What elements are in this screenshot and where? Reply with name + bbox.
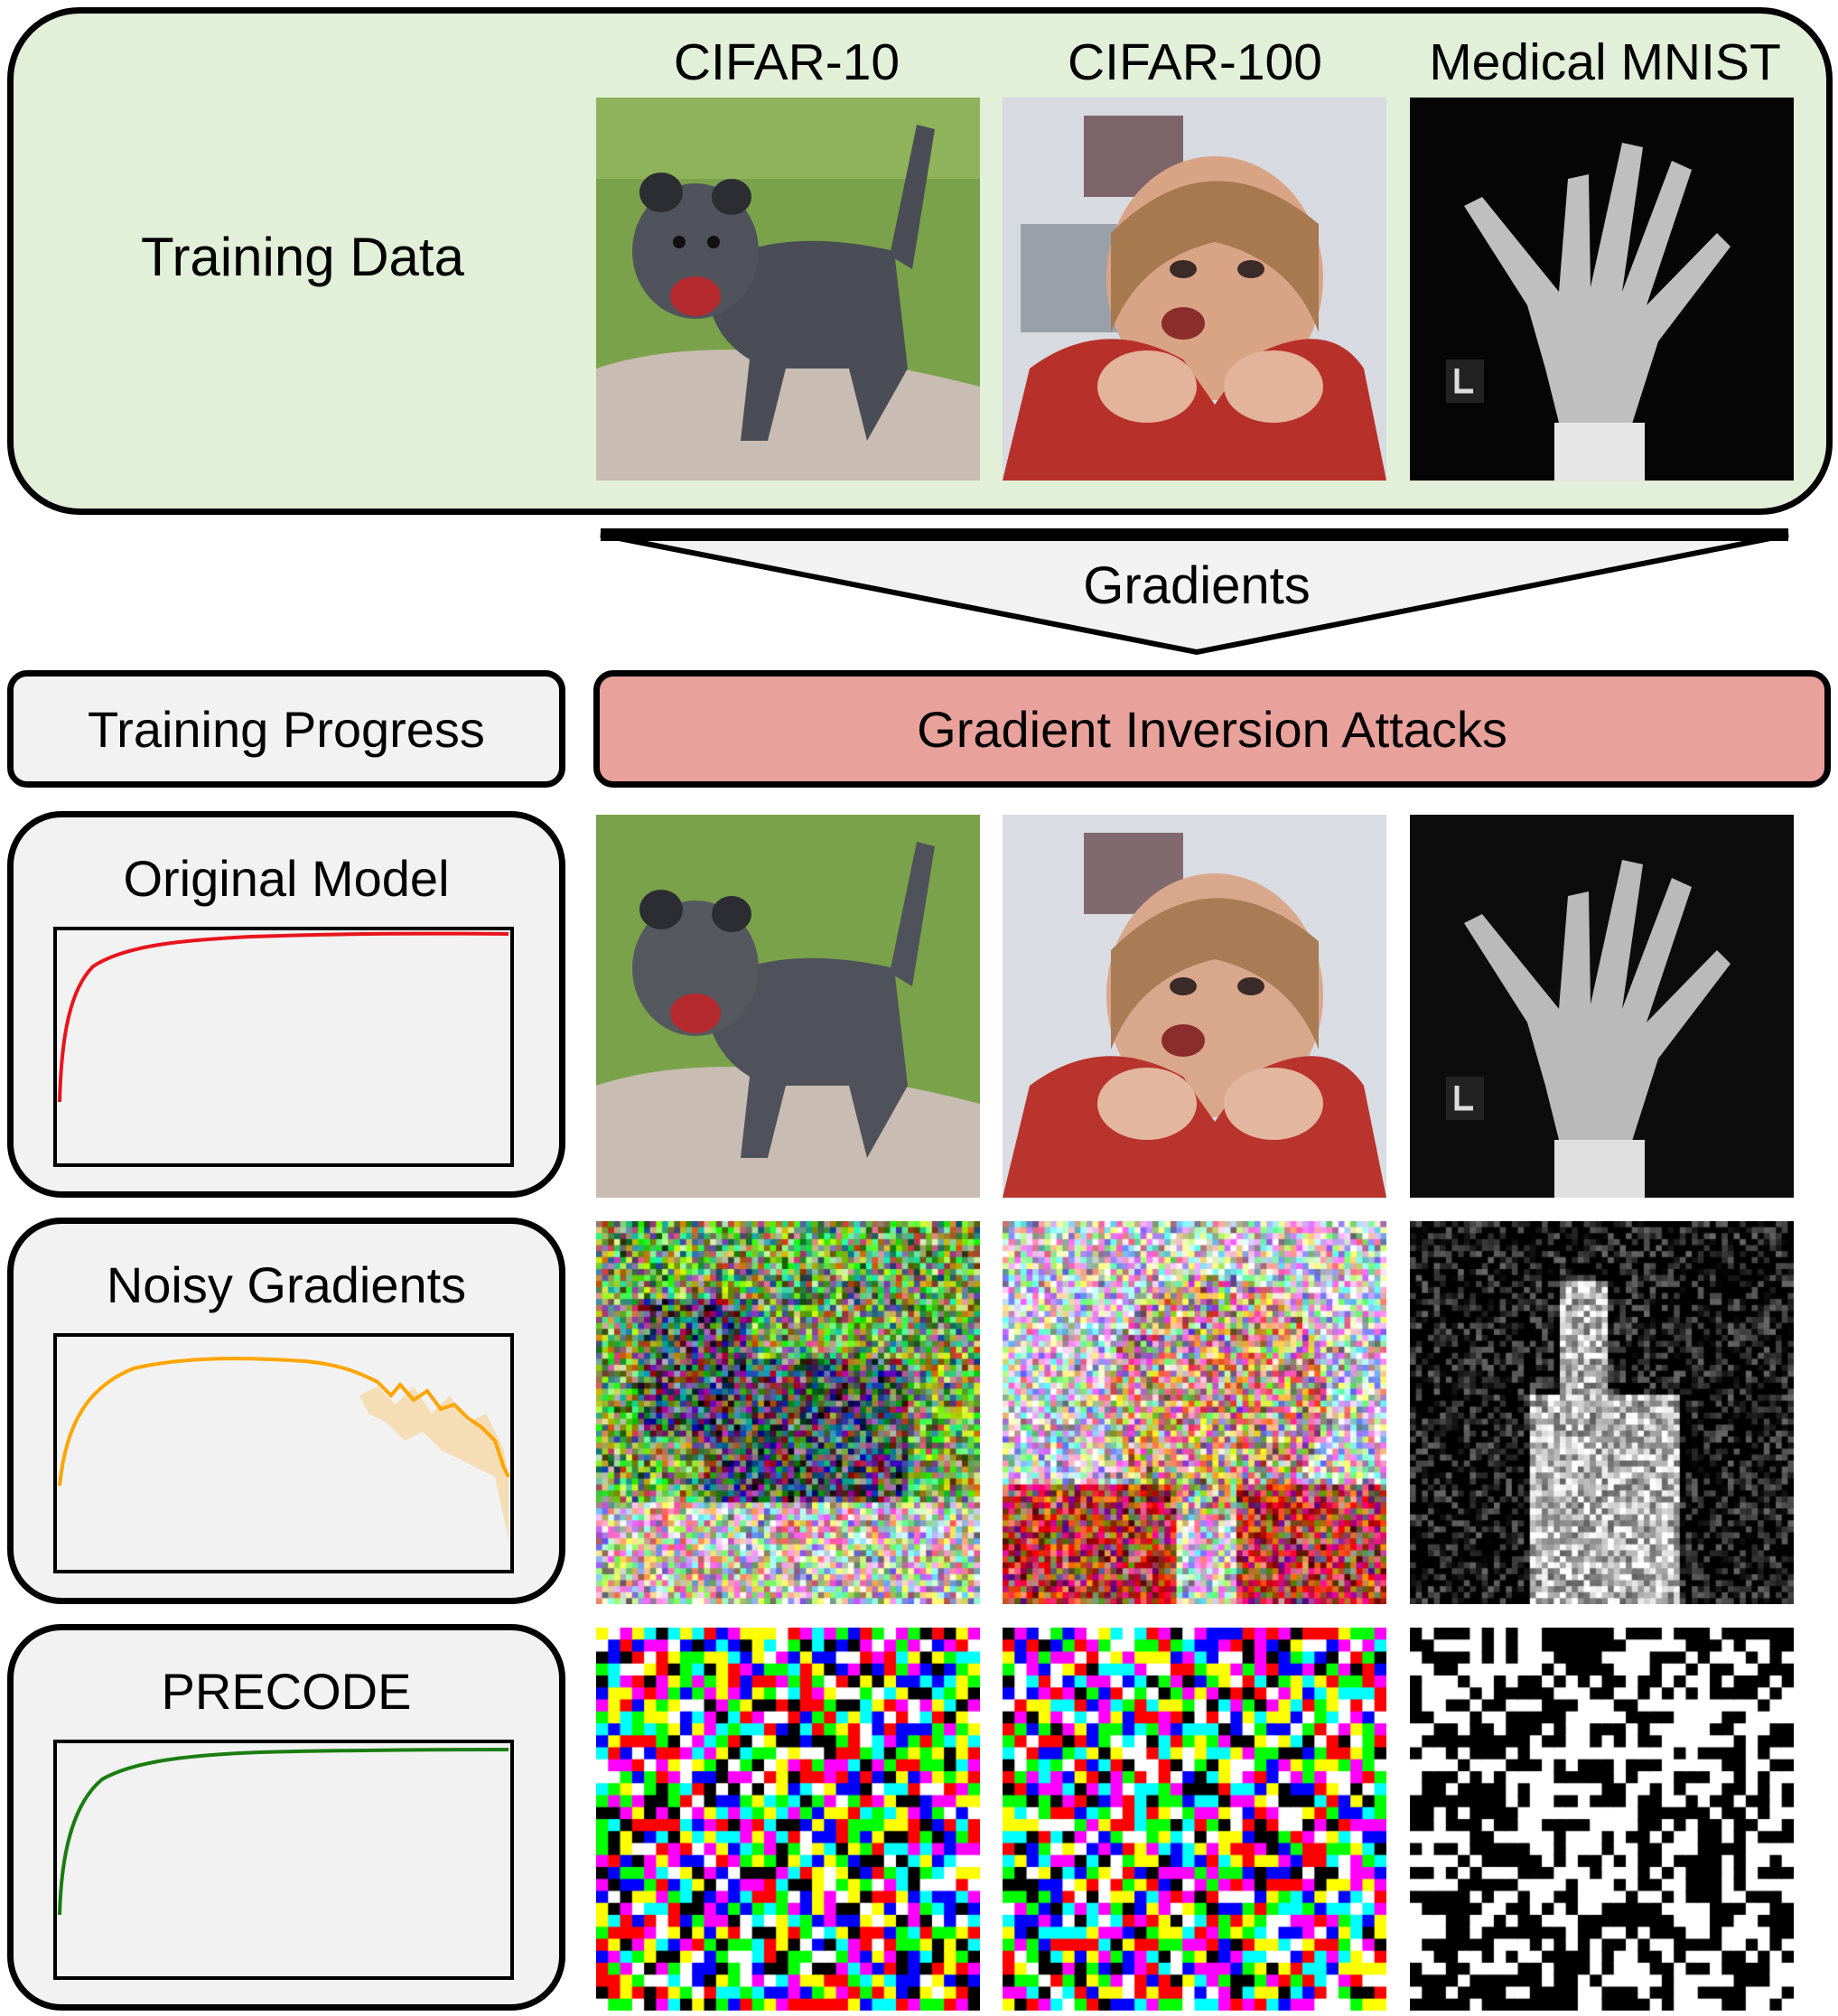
- column-header-cifar100: CIFAR-100: [1068, 33, 1322, 91]
- training-progress-label: Training Progress: [88, 701, 485, 758]
- child-reconstruction-precode: [1003, 1628, 1386, 2011]
- gradient-inversion-label: Gradient Inversion Attacks: [917, 701, 1507, 758]
- original-model-curve: [58, 931, 509, 1103]
- noisy-gradients-curve-plot: [53, 1333, 514, 1573]
- precode-title: PRECODE: [161, 1663, 412, 1720]
- xray-reconstruction-noisy: [1410, 1221, 1794, 1604]
- noisy-gradients-curve: [58, 1357, 510, 1487]
- child-image-original: [1003, 98, 1386, 481]
- gradients-label: Gradients: [1083, 556, 1311, 615]
- training-progress-header: [7, 670, 565, 788]
- original-model-title: Original Model: [123, 850, 450, 907]
- dog-reconstruction-noisy: [596, 1221, 980, 1604]
- dog-image-original: [596, 98, 980, 481]
- training-data-label: Training Data: [141, 227, 464, 287]
- noisy-gradients-title: Noisy Gradients: [106, 1256, 467, 1313]
- dog-reconstruction-original-model: [596, 815, 980, 1198]
- precode-curve-plot: [53, 1740, 514, 1980]
- precode-curve: [58, 1748, 509, 1916]
- gradients-arrow: [600, 528, 1789, 656]
- xray-reconstruction-original-model: [1410, 815, 1794, 1198]
- original-model-curve-plot: [53, 927, 514, 1167]
- dog-reconstruction-precode: [596, 1628, 980, 2011]
- xray-image-original: [1410, 98, 1794, 481]
- child-reconstruction-original-model: [1003, 815, 1386, 1198]
- gradient-inversion-header: [593, 670, 1831, 788]
- xray-reconstruction-precode: [1410, 1628, 1794, 2011]
- column-header-medical-mnist: Medical MNIST: [1429, 33, 1781, 91]
- child-reconstruction-noisy: [1003, 1221, 1386, 1604]
- column-header-cifar10: CIFAR-10: [673, 33, 900, 91]
